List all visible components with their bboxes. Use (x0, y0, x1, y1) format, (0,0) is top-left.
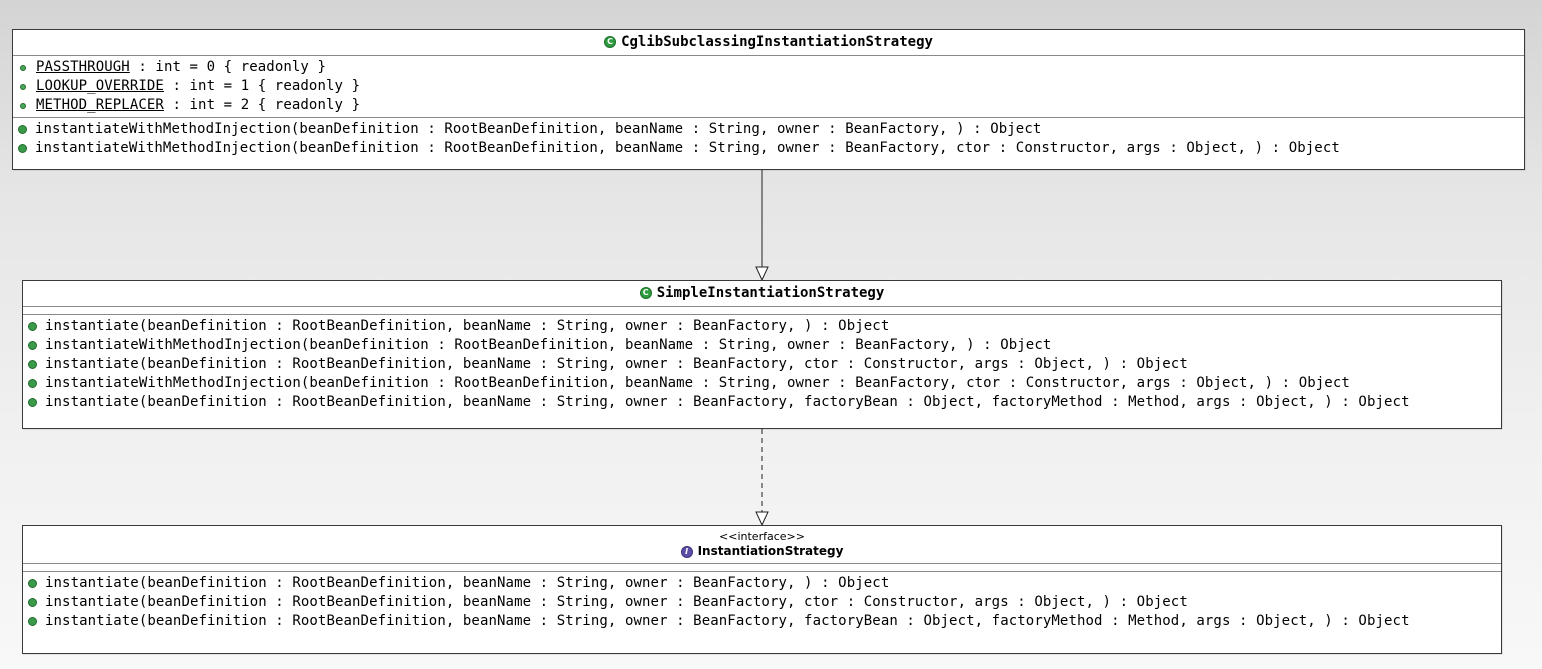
attribute-name: LOOKUP_OVERRIDE (36, 78, 164, 94)
method-item[interactable]: instantiate(beanDefinition : RootBeanDef… (28, 574, 1501, 593)
method-visibility-icon (18, 144, 27, 153)
method-signature: instantiate(beanDefinition : RootBeanDef… (45, 356, 1188, 372)
class-header: C CglibSubclassingInstantiationStrategy (13, 30, 1524, 56)
stereotype-label: <<interface>> (719, 530, 805, 543)
attribute-item[interactable]: METHOD_REPLACER : int = 2 { readonly } (18, 96, 1524, 115)
method-visibility-icon (18, 125, 27, 134)
method-visibility-icon (28, 398, 37, 407)
method-signature: instantiate(beanDefinition : RootBeanDef… (45, 594, 1188, 610)
method-signature: instantiateWithMethodInjection(beanDefin… (35, 121, 1042, 137)
attribute-type: : int = 1 { readonly } (163, 78, 361, 94)
attribute-name: PASSTHROUGH (36, 59, 130, 75)
methods-compartment: instantiateWithMethodInjection(beanDefin… (13, 118, 1524, 160)
attribute-item[interactable]: PASSTHROUGH : int = 0 { readonly } (18, 58, 1524, 77)
attribute-name: METHOD_REPLACER (36, 97, 164, 113)
method-signature: instantiate(beanDefinition : RootBeanDef… (45, 394, 1410, 410)
class-name: SimpleInstantiationStrategy (656, 285, 885, 301)
method-visibility-icon (28, 360, 37, 369)
attribute-type: : int = 0 { readonly } (129, 59, 326, 75)
method-signature: instantiateWithMethodInjection(beanDefin… (35, 140, 1340, 156)
realization-arrowhead (755, 511, 769, 527)
class-icon: C (604, 36, 617, 48)
attributes-compartment (23, 307, 1501, 315)
class-simple-instantiation-strategy[interactable]: C SimpleInstantiationStrategy instantiate… (22, 280, 1502, 429)
method-visibility-icon (28, 341, 37, 350)
class-cglib-subclassing-instantiation-strategy[interactable]: C CglibSubclassingInstantiationStrategy P… (12, 29, 1525, 170)
method-item[interactable]: instantiateWithMethodInjection(beanDefin… (18, 120, 1524, 139)
method-item[interactable]: instantiateWithMethodInjection(beanDefin… (28, 374, 1501, 393)
method-visibility-icon (28, 379, 37, 388)
attributes-compartment: PASSTHROUGH : int = 0 { readonly } LOOKU… (13, 56, 1524, 118)
class-icon: C (639, 287, 652, 299)
method-visibility-icon (28, 579, 37, 588)
method-signature: instantiate(beanDefinition : RootBeanDef… (45, 575, 890, 591)
attributes-compartment (23, 564, 1501, 572)
attribute-item[interactable]: LOOKUP_OVERRIDE : int = 1 { readonly } (18, 77, 1524, 96)
methods-compartment: instantiate(beanDefinition : RootBeanDef… (23, 315, 1501, 414)
field-visibility-icon (20, 102, 26, 109)
method-item[interactable]: instantiateWithMethodInjection(beanDefin… (28, 336, 1501, 355)
class-header: C SimpleInstantiationStrategy (23, 281, 1501, 307)
method-signature: instantiate(beanDefinition : RootBeanDef… (45, 613, 1410, 629)
interface-icon: I (680, 545, 693, 558)
interface-name: InstantiationStrategy (697, 544, 844, 558)
attribute-type: : int = 2 { readonly } (163, 97, 361, 113)
method-signature: instantiateWithMethodInjection(beanDefin… (45, 375, 1350, 391)
method-signature: instantiate(beanDefinition : RootBeanDef… (45, 318, 890, 334)
field-visibility-icon (20, 83, 26, 90)
method-visibility-icon (28, 598, 37, 607)
method-visibility-icon (28, 617, 37, 626)
method-signature: instantiateWithMethodInjection(beanDefin… (45, 337, 1052, 353)
field-visibility-icon (20, 64, 26, 71)
method-item[interactable]: instantiateWithMethodInjection(beanDefin… (18, 139, 1524, 158)
methods-compartment: instantiate(beanDefinition : RootBeanDef… (23, 572, 1501, 633)
generalization-arrowhead (755, 266, 769, 282)
interface-name-row: I InstantiationStrategy (23, 543, 1501, 559)
interface-instantiation-strategy[interactable]: <<interface>> I InstantiationStrategy ins… (22, 525, 1502, 654)
class-name: CglibSubclassingInstantiationStrategy (621, 34, 933, 50)
method-item[interactable]: instantiate(beanDefinition : RootBeanDef… (28, 355, 1501, 374)
method-item[interactable]: instantiate(beanDefinition : RootBeanDef… (28, 317, 1501, 336)
method-item[interactable]: instantiate(beanDefinition : RootBeanDef… (28, 612, 1501, 631)
method-item[interactable]: instantiate(beanDefinition : RootBeanDef… (28, 393, 1501, 412)
method-visibility-icon (28, 322, 37, 331)
interface-header: <<interface>> I InstantiationStrategy (23, 526, 1501, 564)
method-item[interactable]: instantiate(beanDefinition : RootBeanDef… (28, 593, 1501, 612)
